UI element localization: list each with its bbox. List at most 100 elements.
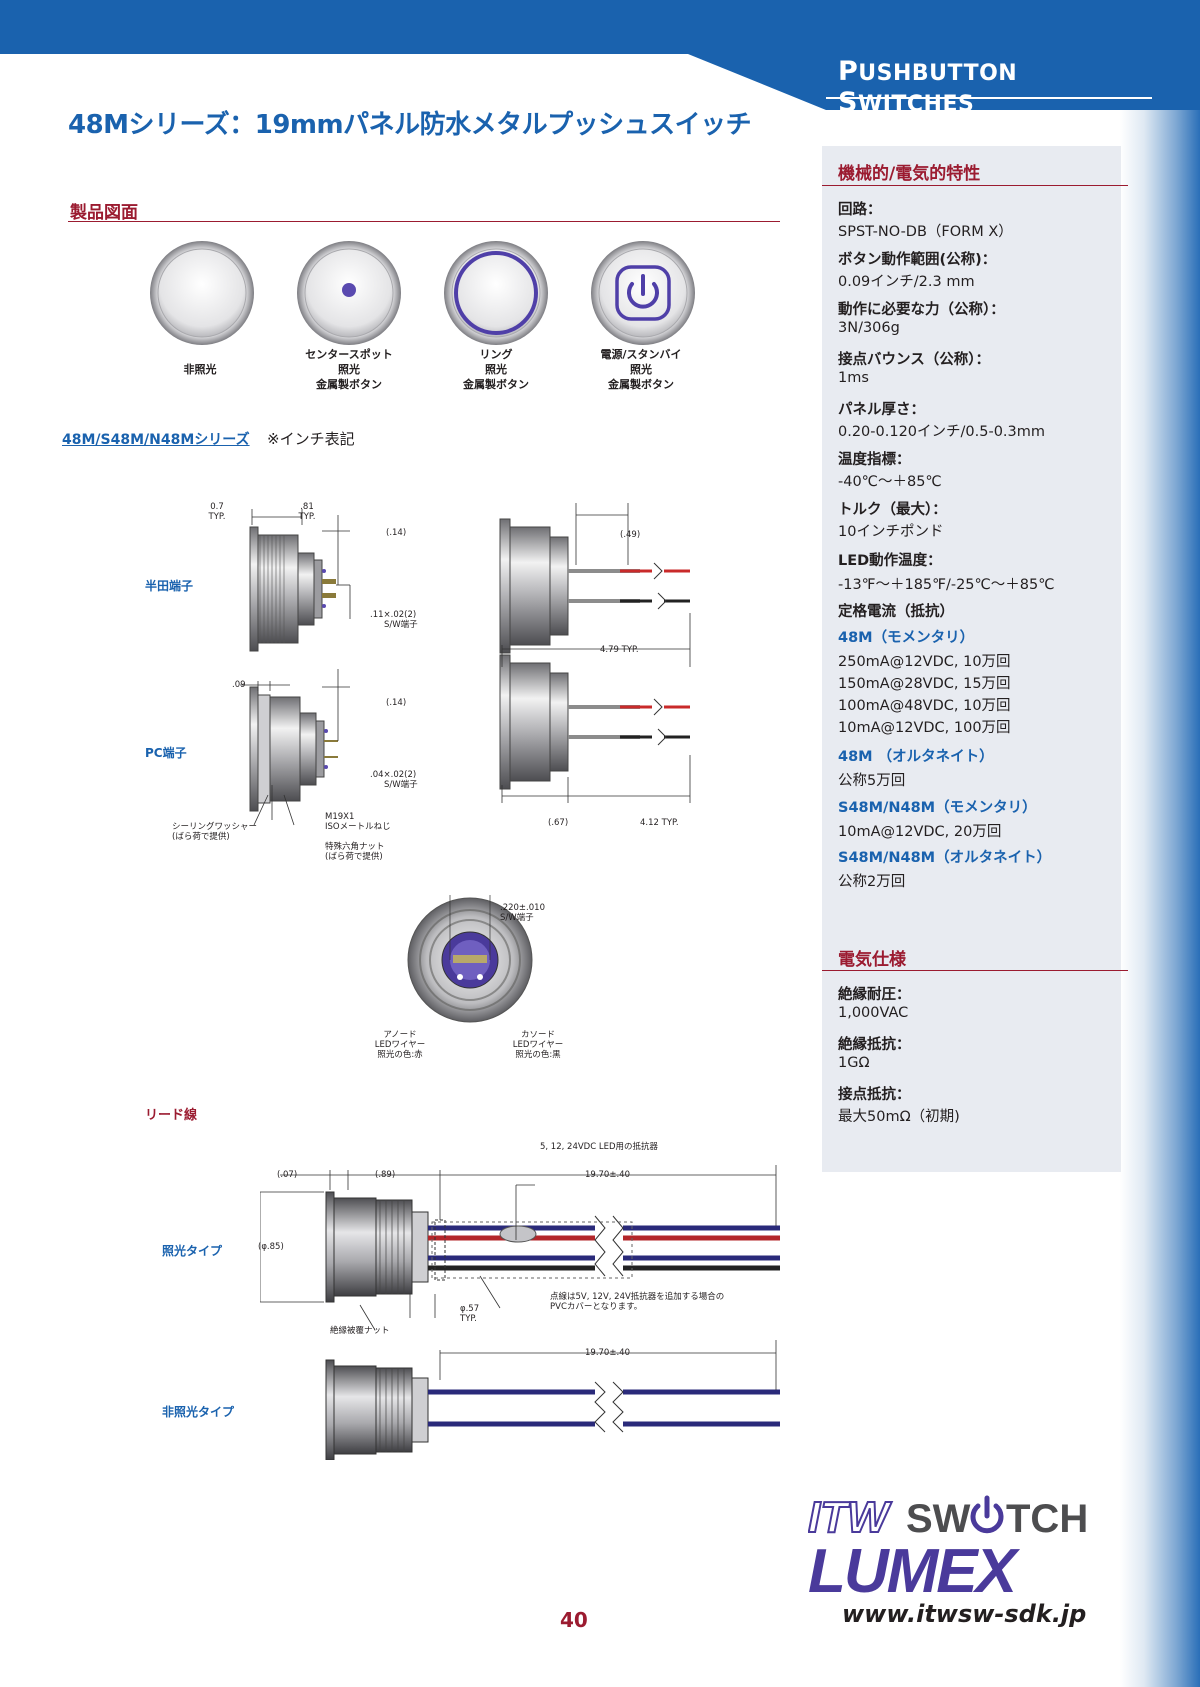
dim-label: .11×.02(2)S/W端子 [370, 610, 418, 630]
spec-value: 最大50mΩ（初期) [838, 1109, 960, 1125]
button-power-standby [591, 241, 695, 345]
spec-value: 1ms [838, 370, 869, 386]
button-ring [444, 241, 548, 345]
rating-line: 150mA@28VDC, 15万回 [838, 676, 1011, 692]
right-gradient-strip [1120, 110, 1200, 1687]
spec-key: LED動作温度： [838, 553, 942, 569]
spec-value: 0.20-0.120インチ/0.5-0.3mm [838, 424, 1046, 440]
dim-label: .04×.02(2)S/W端子 [370, 770, 418, 790]
lead-side-view-2 [499, 654, 690, 790]
page-number: 40 [560, 1608, 588, 1632]
lead-wire-label: リード線 [145, 1108, 198, 1123]
drawing-heading-rule [68, 221, 780, 222]
spec-key: 接点バウンス（公称）： [838, 352, 990, 368]
rating-line: 250mA@12VDC, 10万回 [838, 654, 1011, 670]
rating-name: S48M/N48M（オルタネイト） [838, 850, 1052, 866]
website-url[interactable]: www.itwsw-sdk.jp [842, 1600, 1087, 1628]
lead-wire-drawings [260, 1165, 780, 1460]
dim-label: 4.79 TYP. [600, 645, 639, 655]
button-caption: 電源/スタンバイ照光金属製ボタン [600, 348, 682, 391]
rating-line: 10mA@12VDC, 100万回 [838, 720, 1011, 736]
spec-value: 3N/306g [838, 320, 900, 336]
dim-label: (.14) [386, 528, 407, 538]
button-illustrations [150, 241, 695, 345]
spec-value: -13℉～＋185℉/-25℃～＋85℃ [838, 577, 1055, 593]
spec-key: 絶縁抵抗： [838, 1037, 911, 1053]
spec-value: 1GΩ [838, 1055, 870, 1071]
power-icon [970, 1495, 1004, 1534]
drawing-heading: 製品図面 [70, 203, 138, 223]
logo-lumex: LUMEX [808, 1537, 1021, 1600]
elec-heading-rule [822, 970, 1128, 971]
spec-value: 10インチポンド [838, 524, 944, 540]
spec-key: パネル厚さ： [838, 402, 925, 418]
lead-wire-illuminated [325, 1191, 780, 1303]
dim-label: (.14) [386, 698, 407, 708]
dim-label: シーリングワッシャー(ばら荷で提供) [172, 822, 258, 842]
dim-label: 5, 12, 24VDC LED用の抵抗器 [540, 1142, 658, 1152]
rating-line: 10mA@12VDC, 20万回 [838, 824, 1002, 840]
dim-label: .09 [232, 680, 246, 690]
button-caption: 非照光 [183, 363, 217, 376]
dim-label: (φ.85) [258, 1242, 284, 1252]
rating-name: 48M（モメンタリ） [838, 630, 975, 646]
solder-terminal-label: 半田端子 [145, 579, 194, 593]
rating-line: 100mA@48VDC, 10万回 [838, 698, 1011, 714]
non-illuminated-type-label: 非照光タイプ [162, 1405, 235, 1419]
dim-label: (.49) [620, 530, 641, 540]
spec-panel [822, 146, 1121, 1172]
series-link[interactable]: 48M/S48M/N48Mシリーズ [62, 432, 250, 448]
button-center-spot [297, 241, 401, 345]
button-caption: センタースポット照光金属製ボタン [305, 348, 393, 391]
series-note: ※インチ表記 [267, 430, 355, 448]
pc-side-view [249, 686, 338, 812]
side-view-drawings [240, 503, 691, 826]
spec-value: 1,000VAC [838, 1005, 909, 1021]
spec-value: SPST-NO-DB（FORM X） [838, 224, 1013, 240]
solder-side-view [249, 526, 336, 652]
illuminated-type-label: 照光タイプ [162, 1244, 223, 1258]
lead-side-view-1 [499, 518, 690, 654]
itw-switch-lumex-logo: ITW SW TCH LUMEX [808, 1492, 1088, 1600]
spec-heading: 機械的/電気的特性 [838, 164, 981, 184]
spec-value: -40℃～＋85℃ [838, 474, 942, 490]
rating-name: 48M （オルタネイト） [838, 749, 994, 765]
dim-label: 19.70±.40 [585, 1170, 630, 1180]
rating-name: S48M/N48M（モメンタリ） [838, 800, 1037, 816]
dim-label: 絶縁被覆ナット [330, 1326, 390, 1336]
category-title: PUSHBUTTON SWITCHES [838, 56, 1018, 118]
rating-line: 公称2万回 [838, 874, 906, 890]
spec-key: 接点抵抗： [838, 1087, 911, 1103]
spec-key: トルク（最大）： [838, 502, 947, 518]
spec-key: ボタン動作範囲(公称)： [838, 252, 997, 268]
dim-label: 4.12 TYP. [640, 818, 679, 828]
page-title: 48Mシリーズ：19mmパネル防水メタルプッシュスイッチ [68, 110, 752, 140]
logo-sw: SW [906, 1497, 971, 1541]
dim-label: (.67) [548, 818, 569, 828]
dim-label: 特殊六角ナット(ばら荷で提供) [325, 842, 385, 862]
elec-heading: 電気仕様 [838, 950, 906, 970]
lead-wire-non-illuminated [325, 1359, 780, 1460]
spec-key: 回路： [838, 202, 882, 218]
dim-label: (.07) [277, 1170, 298, 1180]
dim-label: 19.70±.40 [585, 1348, 630, 1358]
spec-key: 動作に必要な力（公称）： [838, 302, 1005, 318]
spec-value: 0.09インチ/2.3 mm [838, 274, 975, 290]
category-title-rule [826, 97, 1152, 99]
spec-key: 絶縁耐圧： [838, 987, 911, 1003]
button-caption: リング照光金属製ボタン [463, 348, 529, 391]
logo-tch: TCH [1006, 1497, 1088, 1541]
header-band [0, 0, 1200, 110]
rear-view-drawing [407, 895, 533, 1023]
spec-heading-rule [822, 185, 1128, 186]
rating-heading: 定格電流（抵抗） [838, 604, 954, 620]
button-non-illuminated [150, 241, 254, 345]
